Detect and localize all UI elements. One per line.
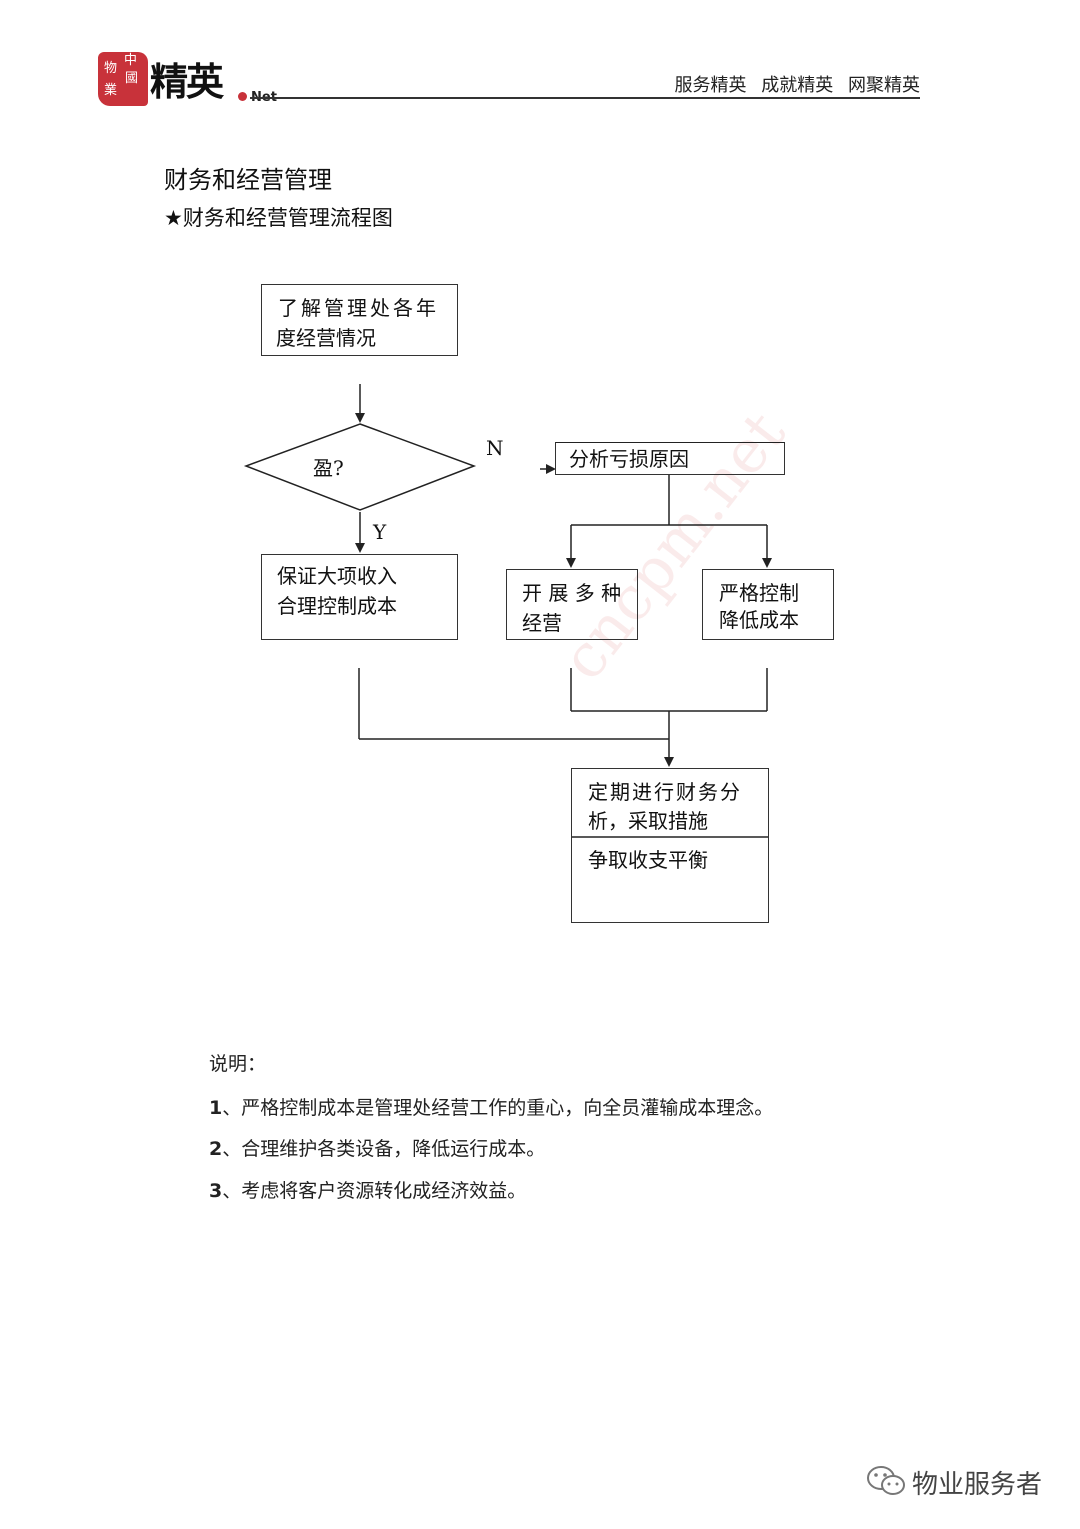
analyze-box: 分析亏损原因 [555,442,785,475]
diversify-text: 开 展 多 种 [522,581,622,605]
start-text: 了解管理处各年 [278,296,439,320]
control-text: 降低成本 [719,608,799,632]
slogan-item: 成就精英 [761,75,834,96]
start-text: 度经营情况 [276,326,376,350]
control-text: 严格控制 [719,581,799,605]
note-item: 2、合理维护各类设备，降低运行成本。 [209,1134,545,1161]
diversify-box: 开 展 多 种 经营 [506,569,638,640]
header-divider [250,97,920,99]
seal-char: 中 [124,53,138,68]
final-text: 争取收支平衡 [588,848,708,872]
logo-dot [238,92,247,101]
ensure-text: 合理控制成本 [277,594,397,618]
note-number: 2 [209,1138,223,1160]
note-number: 1 [209,1097,223,1119]
page-subtitle: ★财务和经营管理流程图 [164,206,393,230]
no-label: N [486,436,504,460]
logo-wordmark: 精英 [150,60,224,104]
start-box: 了解管理处各年 度经营情况 [261,284,458,356]
decision-diamond [243,423,477,511]
logo-seal: 中 國 物 業 [98,52,148,106]
ensure-box: 保证大项收入 合理控制成本 [261,554,458,640]
diversify-text: 经营 [522,611,562,635]
control-box: 严格控制 降低成本 [702,569,834,640]
yes-label: Y [373,520,387,544]
final-text: 定期进行财务分 [588,780,742,804]
final-box: 定期进行财务分 析，采取措施 争取收支平衡 [571,768,769,923]
note-item: 3、考虑将客户资源转化成经济效益。 [209,1176,526,1203]
seal-char: 業 [104,83,118,98]
page-title: 财务和经营管理 [164,166,332,194]
notes-heading: 说明： [209,1053,267,1075]
slogan-item: 服务精英 [674,75,747,96]
seal-char: 國 [125,71,139,86]
wechat-icon [867,1466,905,1495]
note-text: 、合理维护各类设备，降低运行成本。 [222,1138,546,1160]
decision-label: 盈? [313,456,344,480]
note-number: 3 [209,1180,223,1202]
slogan-item: 网聚精英 [848,75,920,96]
analyze-text: 分析亏损原因 [569,447,689,471]
final-text: 析，采取措施 [588,809,708,833]
note-text: 、严格控制成本是管理处经营工作的重心，向全员灌输成本理念。 [222,1097,774,1119]
footer-brand: 物业服务者 [912,1470,1043,1500]
note-item: 1、严格控制成本是管理处经营工作的重心，向全员灌输成本理念。 [209,1093,773,1120]
ensure-text: 保证大项收入 [277,564,397,588]
header-slogan: 服务精英 成就精英 网聚精英 [666,71,920,97]
seal-char: 物 [104,61,118,76]
note-text: 、考虑将客户资源转化成经济效益。 [222,1180,527,1202]
